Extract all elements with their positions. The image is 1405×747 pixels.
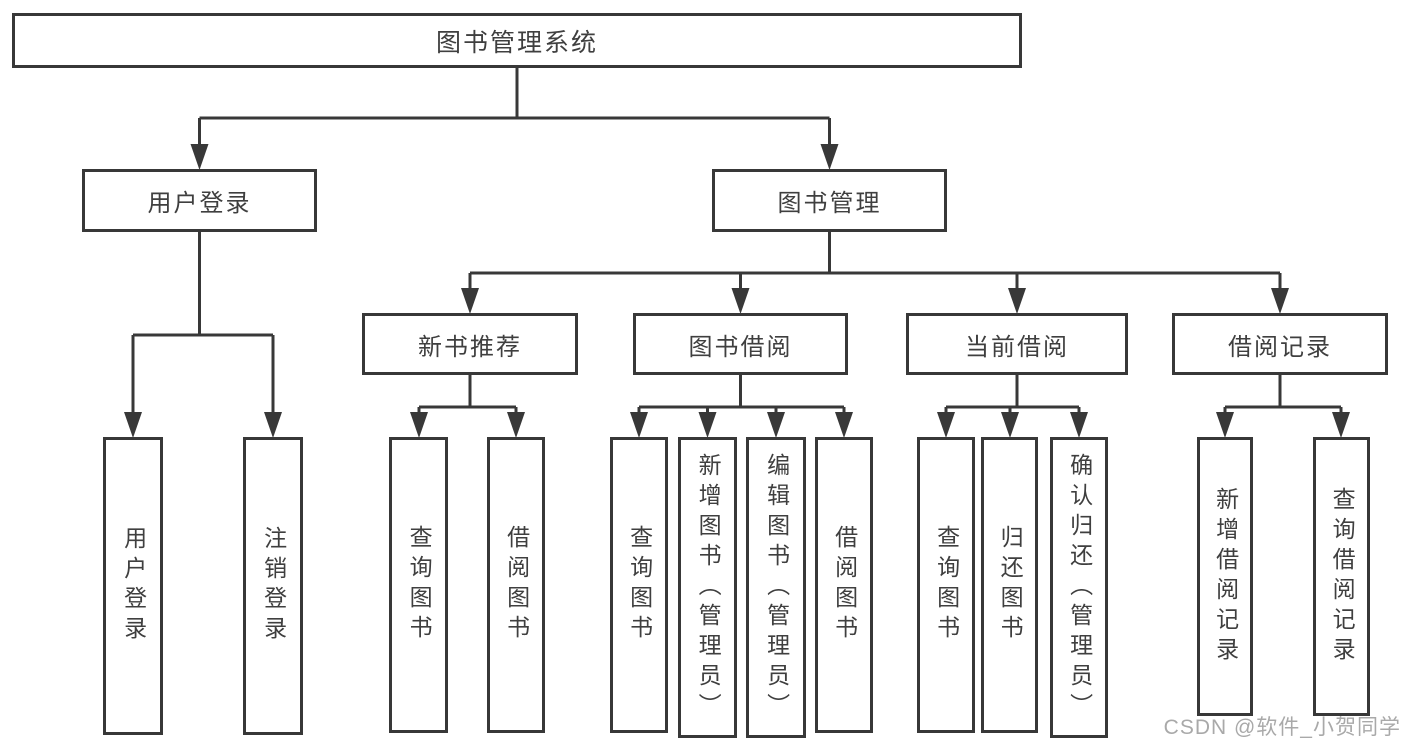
connector-new-book-recommend-to-leaves (417, 375, 518, 414)
connector-current-borrow-to-leaves (944, 375, 1081, 414)
leaf-logout-label: 注销登录 (260, 526, 287, 646)
leaf-edit-book-admin-label: 编辑图书（管理员） (763, 452, 790, 723)
leaf-query-books-recommend-label: 查询图书 (406, 525, 433, 645)
leaf-logout: 注销登录 (243, 437, 303, 735)
node-user-login-label: 用户登录 (147, 190, 252, 217)
node-book-management: 图书管理 (712, 169, 947, 232)
leaf-add-book-admin-label: 新增图书（管理员） (695, 452, 722, 723)
leaf-edit-book-admin: 编辑图书（管理员） (746, 437, 806, 738)
connector-book-borrow-to-leaves (637, 375, 846, 414)
leaf-borrow-books-recommend: 借阅图书 (487, 437, 545, 733)
leaf-add-book-admin: 新增图书（管理员） (678, 437, 737, 738)
leaf-return-book: 归还图书 (981, 437, 1038, 733)
node-root: 图书管理系统 (12, 13, 1022, 68)
leaf-confirm-return-admin: 确认归还（管理员） (1050, 437, 1108, 738)
leaf-borrow-books-recommend-label: 借阅图书 (503, 525, 530, 645)
arrowheads (124, 144, 1350, 438)
leaf-borrow-books-borrow: 借阅图书 (815, 437, 873, 733)
leaf-borrow-books-borrow-label: 借阅图书 (831, 525, 858, 645)
leaf-confirm-return-admin-label: 确认归还（管理员） (1066, 452, 1093, 723)
node-new-book-recommend-label: 新书推荐 (418, 333, 522, 361)
node-book-borrow-label: 图书借阅 (688, 333, 793, 361)
connector-borrow-records-to-leaves (1223, 375, 1343, 414)
connector-user-login-to-leaves (131, 232, 275, 414)
leaf-query-borrow-record: 查询借阅记录 (1313, 437, 1370, 716)
node-borrow-records-label: 借阅记录 (1228, 333, 1332, 361)
leaf-return-book-label: 归还图书 (997, 525, 1024, 645)
connector-book-management-to-level3 (468, 232, 1282, 290)
node-book-borrow: 图书借阅 (633, 313, 848, 375)
leaf-user-login-label: 用户登录 (120, 526, 147, 646)
leaf-add-borrow-record-label: 新增借阅记录 (1212, 486, 1239, 667)
leaf-query-books-recommend: 查询图书 (389, 437, 448, 733)
node-borrow-records: 借阅记录 (1172, 313, 1388, 375)
leaf-add-borrow-record: 新增借阅记录 (1197, 437, 1253, 716)
node-new-book-recommend: 新书推荐 (362, 313, 578, 375)
leaf-query-books-current-label: 查询图书 (933, 525, 960, 645)
node-current-borrow-label: 当前借阅 (965, 333, 1069, 361)
node-root-label: 图书管理系统 (435, 28, 598, 57)
node-user-login: 用户登录 (82, 169, 317, 232)
node-current-borrow: 当前借阅 (906, 313, 1128, 375)
leaf-query-borrow-record-label: 查询借阅记录 (1329, 486, 1356, 667)
leaf-query-books-borrow-label: 查询图书 (626, 525, 653, 645)
node-book-management-label: 图书管理 (777, 190, 882, 217)
leaf-query-books-current: 查询图书 (917, 437, 975, 733)
connector-root-to-level2 (198, 68, 831, 146)
leaf-query-books-borrow: 查询图书 (610, 437, 668, 733)
leaf-user-login: 用户登录 (103, 437, 163, 735)
watermark: CSDN @软件_小贺同学 (1163, 716, 1401, 739)
